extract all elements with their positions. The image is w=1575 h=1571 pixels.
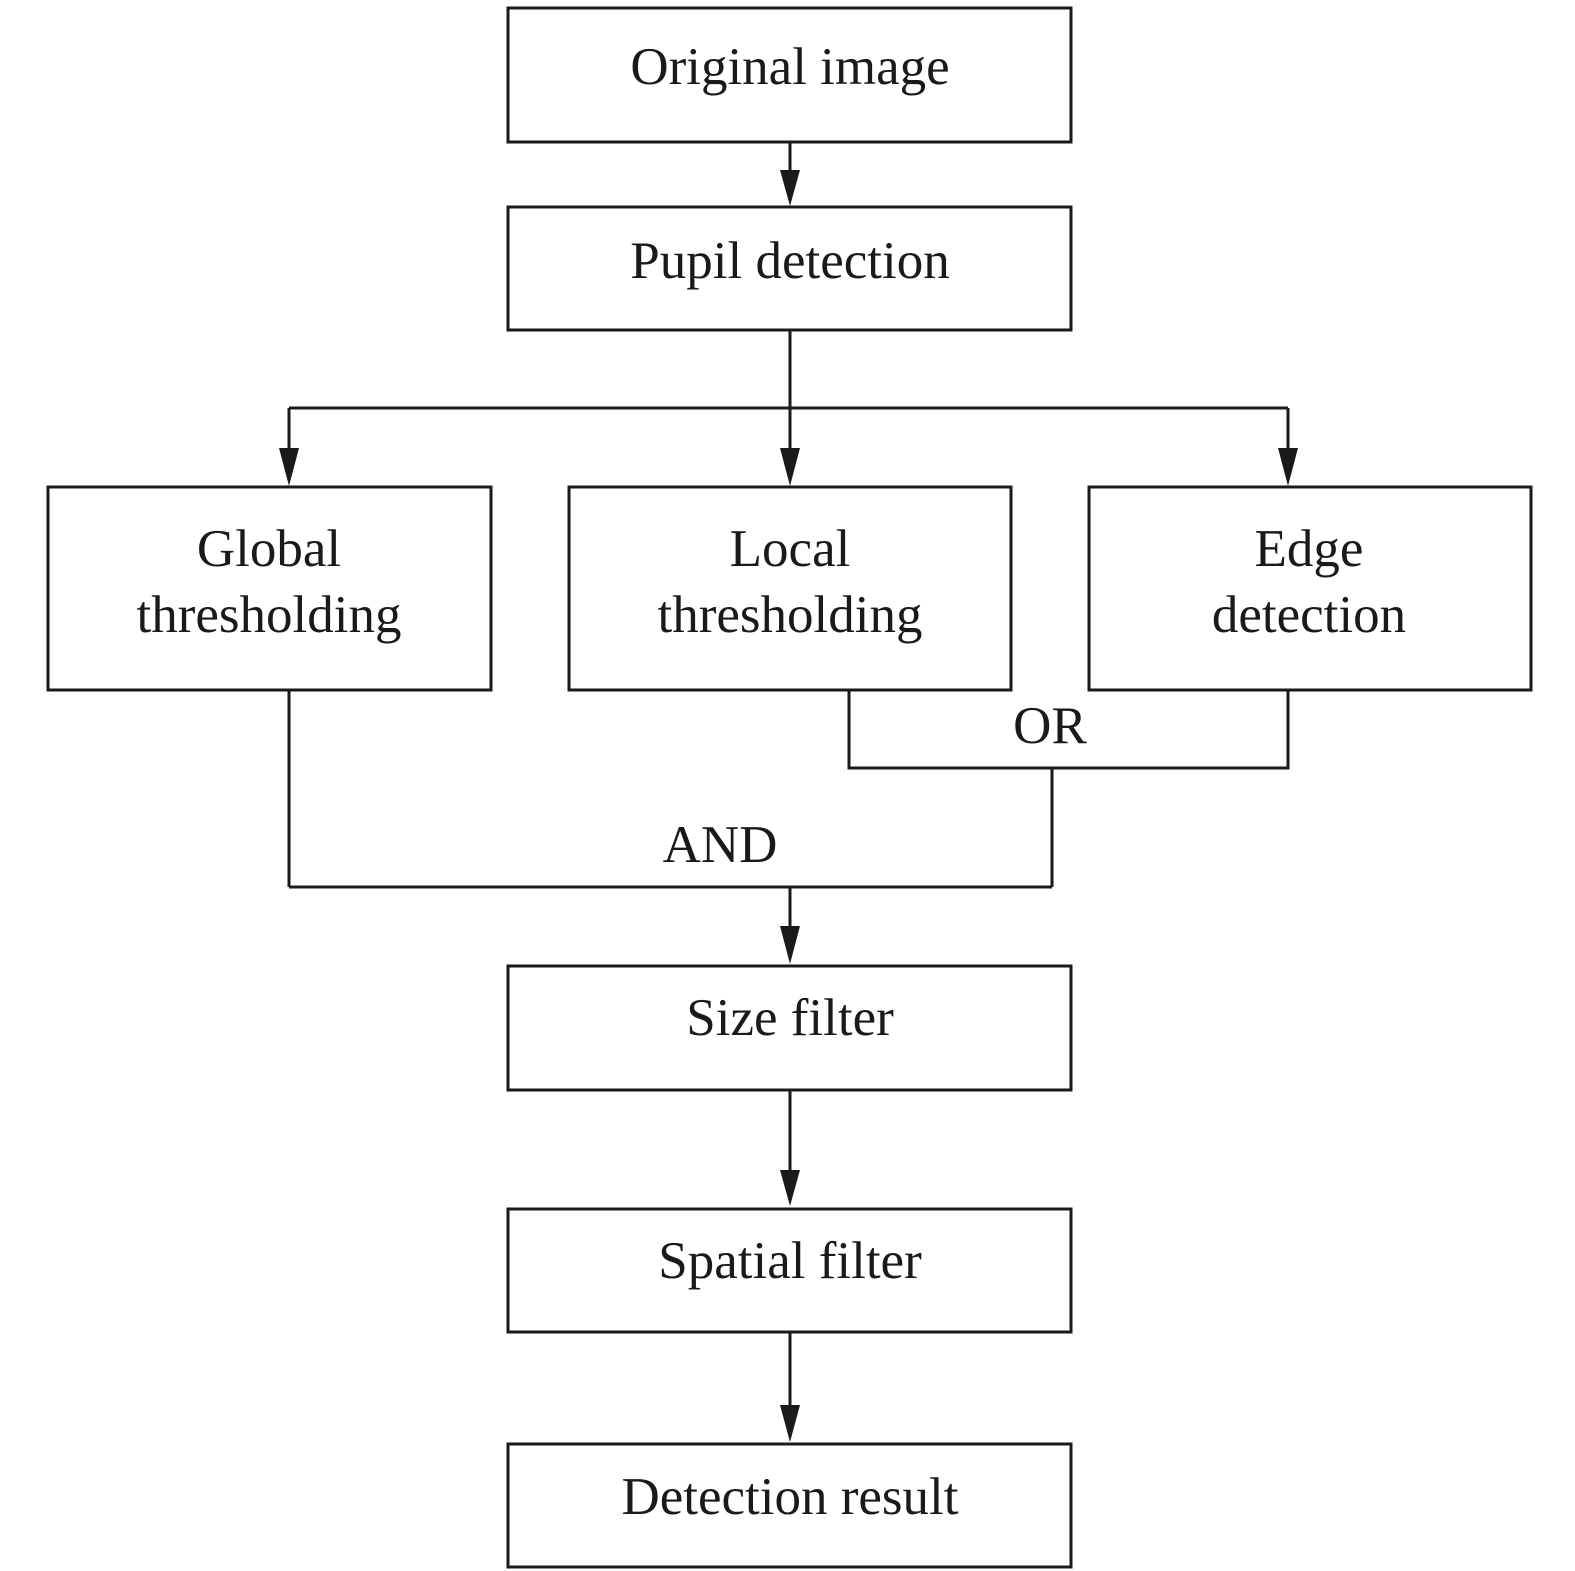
original-image-label: Original image xyxy=(630,38,949,96)
node-size-filter: Size filter xyxy=(506,964,1073,1092)
spatial-filter-label: Spatial filter xyxy=(658,1232,922,1290)
or-gate-label: OR xyxy=(1013,697,1087,755)
arrowhead-to-size-filter xyxy=(780,926,800,964)
pupil-detection-label: Pupil detection xyxy=(630,232,949,290)
local-thresholding-label-line-2: thresholding xyxy=(658,586,923,644)
node-spatial-filter: Spatial filter xyxy=(506,1207,1073,1334)
node-detection-result: Detection result xyxy=(506,1442,1073,1569)
node-local-thresholding: Local thresholding xyxy=(567,485,1013,692)
and-gate-label: AND xyxy=(663,816,778,874)
arrowhead-to-detection-result xyxy=(780,1405,800,1442)
or-junction xyxy=(847,690,1290,770)
edge-detection-label-line-1: Edge xyxy=(1255,520,1364,578)
arrowhead-to-spatial-filter xyxy=(780,1170,800,1206)
node-original-image: Original image xyxy=(506,6,1073,144)
global-thresholding-label-line-2: thresholding xyxy=(137,586,402,644)
connectors xyxy=(279,142,1298,1442)
arrowhead-to-global-thresholding xyxy=(279,448,299,486)
edge-detection-label-line-2: detection xyxy=(1212,586,1406,644)
node-global-thresholding: Global thresholding xyxy=(46,485,493,692)
global-thresholding-label-line-1: Global xyxy=(197,520,341,578)
arrowhead-to-local-thresholding xyxy=(780,448,800,486)
node-edge-detection: Edge detection xyxy=(1087,485,1533,692)
arrowhead-to-pupil-detection xyxy=(780,170,800,206)
local-thresholding-label-line-1: Local xyxy=(730,520,851,578)
node-pupil-detection: Pupil detection xyxy=(506,205,1073,332)
arrowhead-to-edge-detection xyxy=(1278,448,1298,486)
size-filter-label: Size filter xyxy=(686,989,894,1047)
detection-result-label: Detection result xyxy=(621,1468,958,1526)
